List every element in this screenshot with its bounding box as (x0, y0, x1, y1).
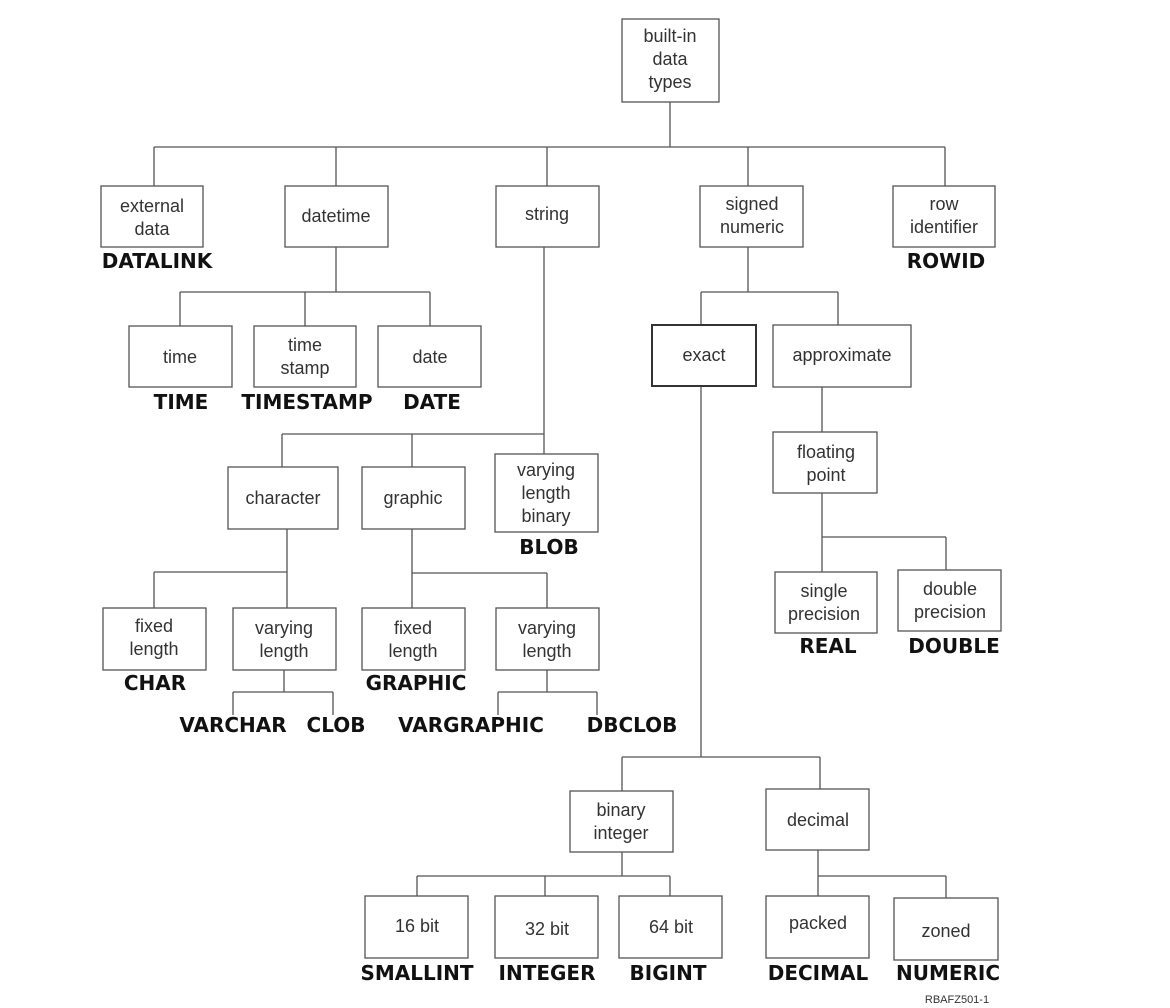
connector-decimal (817, 850, 947, 898)
node-64bit-box (618, 895, 723, 959)
node-packed: packed (789, 913, 847, 933)
keyword-real: REAL (799, 634, 857, 658)
node-32bit-box (494, 895, 599, 959)
node-16bit-box (364, 895, 469, 959)
keyword-integer: INTEGER (499, 961, 596, 985)
node-64bit: 64 bit (649, 917, 693, 937)
keyword-timestamp: TIMESTAMP (241, 390, 372, 414)
node-binary-integer-box (569, 790, 674, 853)
node-varying-length-binary-box (494, 453, 599, 533)
connector-exact (621, 386, 821, 791)
node-approximate: approximate (792, 345, 891, 365)
keyword-numeric: NUMERIC (896, 961, 1000, 985)
node-16bit: 16 bit (395, 916, 439, 936)
connector-character (153, 529, 288, 608)
node-datetime: datetime (301, 206, 370, 226)
keyword-bigint: BIGINT (630, 961, 707, 985)
node-graphic-fixed-length-box (361, 607, 466, 671)
node-exact-box (651, 324, 757, 387)
node-character: character (245, 488, 320, 508)
connector-string (281, 247, 545, 467)
node-string-box (495, 185, 600, 248)
node-decimal-box (765, 788, 870, 851)
keyword-dbclob: DBCLOB (587, 713, 678, 737)
keyword-date: DATE (403, 390, 461, 414)
node-graphic-box (361, 466, 466, 530)
node-approximate-box (772, 324, 912, 388)
node-32bit: 32 bit (525, 919, 569, 939)
keyword-blob: BLOB (519, 535, 579, 559)
node-graphic-varying-length-box (495, 607, 600, 671)
keyword-datalink: DATALINK (102, 249, 214, 273)
connector-char-varying (232, 670, 334, 715)
keyword-vargraphic: VARGRAPHIC (398, 713, 544, 737)
keyword-graphic: GRAPHIC (366, 671, 467, 695)
node-exact: exact (682, 345, 725, 365)
connector-signed-numeric (700, 247, 839, 325)
node-character-box (227, 466, 339, 530)
node-zoned-box (893, 897, 999, 961)
node-time-box (128, 325, 233, 388)
node-root-box (621, 18, 720, 103)
node-row-identifier-box (892, 185, 996, 248)
keyword-clob: CLOB (307, 713, 366, 737)
node-zoned: zoned (921, 921, 970, 941)
connector-datetime (179, 247, 431, 326)
node-time: time (163, 347, 197, 367)
keyword-labels: DATALINK ROWID TIME TIMESTAMP DATE BLOB … (102, 249, 1000, 985)
keyword-rowid: ROWID (907, 249, 986, 273)
keyword-char: CHAR (124, 671, 186, 695)
node-graphic: graphic (383, 488, 442, 508)
node-time-stamp-box (253, 325, 357, 388)
node-string: string (525, 204, 569, 224)
node-external-data-box (100, 185, 204, 248)
connector-floating-point (821, 493, 947, 572)
connectors (153, 102, 947, 898)
connector-graphic-varying (497, 670, 598, 715)
keyword-smallint: SMALLINT (360, 961, 473, 985)
keyword-time: TIME (154, 390, 209, 414)
node-single-precision-box (774, 571, 878, 634)
connector-binary-integer (416, 852, 671, 896)
node-date-box (377, 325, 482, 388)
node-packed-box (765, 895, 870, 959)
keyword-decimal: DECIMAL (768, 961, 869, 985)
node-char-fixed-length-box (102, 607, 207, 671)
keyword-varchar: VARCHAR (179, 713, 286, 737)
node-datetime-box (284, 185, 389, 248)
node-signed-numeric-box (699, 185, 804, 248)
keyword-double: DOUBLE (908, 634, 1000, 658)
node-char-varying-length-box (232, 607, 337, 671)
node-decimal: decimal (787, 810, 849, 830)
figure-code: RBAFZ501-1 (925, 994, 989, 1006)
node-double-precision-box (897, 569, 1002, 632)
node-floating-point-box (772, 431, 878, 494)
nodes (100, 18, 1002, 961)
connector-root (153, 102, 946, 186)
connector-graphic (411, 529, 548, 608)
node-date: date (412, 347, 447, 367)
